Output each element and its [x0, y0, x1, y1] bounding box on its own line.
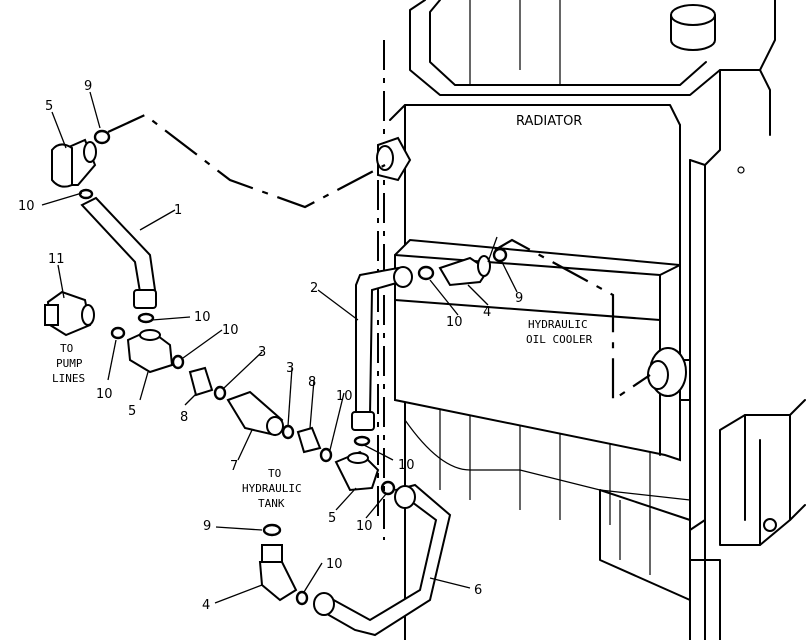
pump-label-line1: TO — [60, 342, 73, 355]
callout-10-c: 10 — [222, 323, 239, 338]
hydraulic-oil-cooler: HYDRAULIC OIL COOLER — [394, 238, 687, 462]
tube-6 — [313, 483, 452, 637]
callout-9-lower: 9 — [203, 519, 211, 534]
callout-numbers: 9 5 10 1 11 10 10 10 5 8 3 3 8 10 7 2 10… — [18, 79, 523, 613]
cooler-inlet-fittings — [393, 247, 508, 288]
radiator-label: RADIATOR — [516, 114, 582, 129]
tee-fitting-left — [126, 328, 185, 374]
callout-1: 1 — [174, 203, 182, 218]
callout-10-i: 10 — [326, 557, 343, 572]
callout-2: 2 — [310, 281, 318, 296]
callout-5-lower: 5 — [328, 511, 336, 526]
callout-10-h: 10 — [356, 519, 373, 534]
pump-label-line3: LINES — [52, 372, 85, 385]
callout-8-left: 8 — [180, 410, 188, 425]
callout-5-mid: 5 — [128, 404, 136, 419]
callout-3-b: 3 — [286, 361, 294, 376]
callout-3-a: 3 — [258, 345, 266, 360]
inline-fittings — [188, 366, 333, 463]
callout-6: 6 — [474, 583, 482, 598]
callout-5-top: 5 — [45, 99, 53, 114]
upper-elbow-fitting — [51, 129, 111, 200]
callout-10-f: 10 — [398, 458, 415, 473]
callout-9-right: 9 — [515, 291, 523, 306]
callout-10-d: 10 — [96, 387, 113, 402]
callout-4-top: 4 — [483, 305, 491, 320]
cooler-label-line1: HYDRAULIC — [528, 318, 588, 331]
cooler-label-line2: OIL COOLER — [526, 333, 593, 346]
pump-label-line2: PUMP — [56, 357, 83, 370]
callout-10-b: 10 — [194, 310, 211, 325]
callout-11: 11 — [48, 252, 65, 267]
tube-1 — [80, 196, 157, 324]
callout-8-right: 8 — [308, 375, 316, 390]
lower-elbow-fitting: TO HYDRAULIC TANK — [242, 467, 309, 606]
tee-fitting-lower — [334, 450, 396, 496]
leader-lines — [41, 91, 518, 604]
tank-label-line3: TANK — [258, 497, 285, 510]
callout-10-top: 10 — [18, 199, 35, 214]
tube-2 — [351, 266, 402, 447]
callout-9-top: 9 — [84, 79, 92, 94]
routing-dashes — [107, 113, 651, 520]
callout-10-e: 10 — [336, 389, 353, 404]
tank-label-line2: HYDRAULIC — [242, 482, 302, 495]
callout-10-g: 10 — [446, 315, 463, 330]
tank-label-line1: TO — [268, 467, 281, 480]
fitting-11: TO PUMP LINES — [44, 290, 126, 385]
callout-4-lower: 4 — [202, 598, 210, 613]
callout-7: 7 — [230, 459, 238, 474]
